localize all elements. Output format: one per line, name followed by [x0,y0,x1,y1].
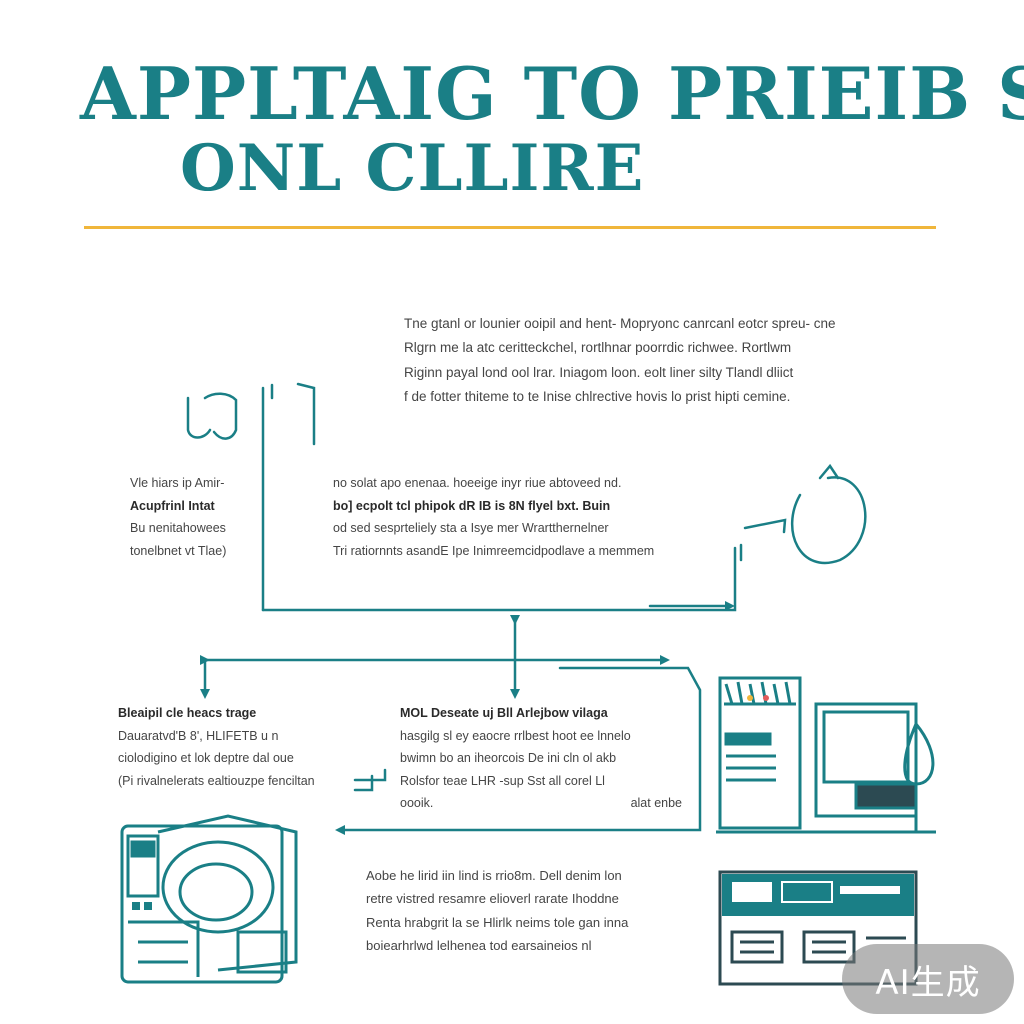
bracket-shape [186,392,238,440]
machine-illustration-icon [120,814,298,984]
node-line: bo] ecpolt tcl phipok dR IB is 8N flyel … [333,498,611,513]
title-line-2: ONL CLLIRE [180,131,645,206]
node-line: (Pi rivalnelerats ealtiouzpe fenciltan [118,773,315,788]
monitor-dashboard-icon [718,870,918,986]
node-line: Aobe he lirid iin lind is rrio8m. Dell d… [366,868,622,883]
node-line: Tri ratiornnts asandE Ipe Inimreemcidpod… [333,543,655,558]
connector-upper-bus [261,546,737,612]
intro-line: Rlgrn me la atc ceritteckchel, rortlhnar… [404,340,792,356]
lab-equipment-icon [716,676,936,834]
node-line: hasgilg sl ey eaocre rrlbest hoot ee lnn… [400,728,631,743]
node-line: Bu nenitahowees [130,521,226,535]
node-line: Rolsfor teae LHR -sup Sst all corel Ll [400,773,605,788]
node-line: bwimn bo an iheorcois De ini cln ol akb [400,751,617,765]
node-line: Vle hiars ip Amir- [130,476,225,490]
intro-paragraph: Tne gtanl or lounier ooipil and hent- Mo… [404,312,836,409]
connector-stem [296,382,316,446]
node-bottom-text: Aobe he lirid iin lind is rrio8m. Dell d… [366,864,628,958]
node-left-top: Vle hiars ip Amir- Acupfrinl Intat Bu ne… [130,472,226,562]
node-line: Acupfrinl Intat [130,498,215,513]
node-line: tonelbnet vt Tlae) [130,543,227,558]
spiral-arrow-tail [743,518,787,534]
node-line: alat enbe [630,796,682,810]
node-line: boiearhrlwd lelhenea tod earsaineios nl [366,938,592,954]
title-underline [84,226,936,229]
node-line: retre vistred resamre elioverl rarate Ih… [366,891,619,907]
intro-line: Riginn payal lond ool lrar. Iniagom loon… [404,364,794,380]
node-line: Dauaratvd'B 8', HLIFETB u n [118,728,279,743]
node-line: ciolodigino et lok deptre dal oue [118,751,294,765]
title-line-1: APPLTAIG TO PRIEIB S [80,51,1024,136]
spiral-arrow [790,476,867,565]
intro-line: Tne gtanl or lounier ooipil and hent- Mo… [404,316,836,331]
node-line-pair: oooik. alat enbe [400,792,682,815]
node-line: no solat apo enenaa. hoeeige inyr riue a… [333,476,622,490]
spiral-arrow-head [818,463,840,480]
connector-small-hook [353,774,374,792]
node-center-bottom: MOL Deseate uj Bll Arlejbow vilaga hasgi… [400,702,682,815]
connector-right-box [335,666,702,835]
connector-small-hook [353,768,387,782]
node-line: od sed sesprteliely sta a Isye mer Wrart… [333,521,609,535]
node-line: oooik. [400,796,434,810]
node-left-bottom: Bleaipil cle heacs trage Dauaratvd'B 8',… [118,702,315,792]
node-center-top: no solat apo enenaa. hoeeige inyr riue a… [333,472,654,562]
node-line: Renta hrabgrit la se Hlirlk neims tole g… [366,914,629,930]
ai-generated-watermark: AI生成 [842,944,1014,1014]
node-line: MOL Deseate uj Bll Arlejbow vilaga [400,706,608,720]
intro-line: f de fotter thiteme to te Inise chlrecti… [404,388,791,404]
node-line: Bleaipil cle heacs trage [118,706,257,720]
